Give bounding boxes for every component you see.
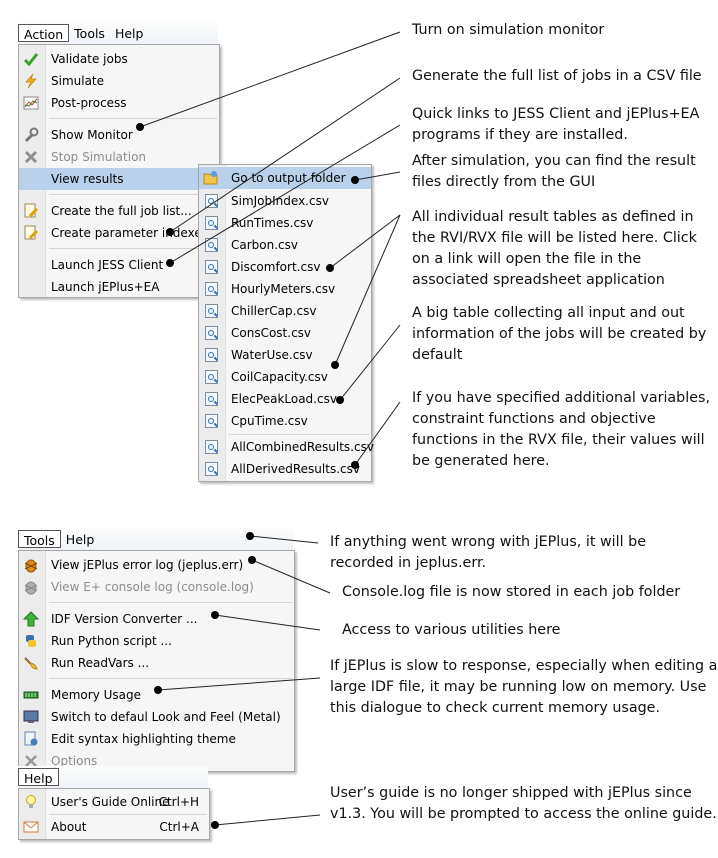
results-submenu: Go to output folder SimJobIndex.csv RunT… [198,164,374,482]
bug-icon [23,579,39,595]
menu-item-memory-usage[interactable]: Memory Usage [19,684,294,706]
note-errlog: If anything went wrong with jEPlus, it w… [330,534,647,571]
result-file-link[interactable]: ConsCost.csv [199,322,371,344]
menu-tools[interactable]: Tools [18,530,61,548]
memory-icon [23,687,39,703]
note-joblist: Generate the full list of jobs in a CSV … [412,68,702,84]
doc-edit-icon [23,225,39,241]
menu-help[interactable]: Help [65,532,95,547]
note-bigtable: A big table collecting all input and out… [412,305,707,363]
result-file-link[interactable]: CpuTime.csv [199,410,371,432]
menu-item-view-results[interactable]: View results ▶ [19,168,219,190]
menu-item-validate-jobs[interactable]: Validate jobs [19,48,219,70]
bug-icon [23,557,39,573]
monitor-icon [23,709,39,725]
csv-file-icon [204,440,218,454]
menu-item-run-readvars[interactable]: Run ReadVars ... [19,652,294,674]
folder-icon [203,170,219,186]
menu-item-post-process[interactable]: Post-process [19,92,219,114]
note-utilities: Access to various utilities here [342,622,561,638]
csv-file-icon [204,326,218,340]
csv-file-icon [204,348,218,362]
tools-icon [23,753,39,769]
note-tables: All individual result tables as defined … [412,209,697,288]
x-icon [23,149,39,165]
menu-item-idf-version-converter[interactable]: IDF Version Converter ... [19,608,294,630]
result-file-link[interactable]: SimJobIndex.csv [199,190,371,212]
doc-gear-icon [23,731,39,747]
menu-item-launch-jess-client[interactable]: Launch JESS Client [51,258,164,272]
note-guide: User’s guide is no longer shipped with j… [330,785,717,822]
note-memory: If jEPlus is slow to response, especiall… [330,658,718,716]
csv-file-icon [204,370,218,384]
menu-item-create-full-job-list[interactable]: Create the full job list... [19,200,219,222]
note-quicklinks: Quick links to JESS Client and jEPlus+EA… [412,106,700,143]
result-file-link[interactable]: HourlyMeters.csv [199,278,371,300]
result-file-link[interactable]: Carbon.csv [199,234,371,256]
note-console: Console.log file is now stored in each j… [342,584,681,600]
csv-file-icon [204,282,218,296]
menu-item-launch-jeplus-ea[interactable]: Launch jEPlus+EA [51,280,160,294]
menu-item-view-error-log[interactable]: View jEPlus error log (jeplus.err) [19,554,294,576]
result-file-link[interactable]: CoilCapacity.csv [199,366,371,388]
menubar-action: Action Tools Help [18,22,218,45]
csv-file-icon [204,392,218,406]
csv-file-icon [204,462,218,476]
menu-tools[interactable]: Tools [74,26,105,41]
csv-file-icon [204,304,218,318]
result-file-link[interactable]: AllDerivedResults.csv [199,458,371,480]
menu-item-about[interactable]: About Ctrl+A [19,816,209,838]
doc-edit-icon [23,203,39,219]
menu-item-stop-simulation[interactable]: Stop Simulation [19,146,219,168]
csv-file-icon [204,260,218,274]
menu-item-view-console-log[interactable]: View E+ console log (console.log) [19,576,294,598]
python-icon [23,633,39,649]
up-arrow-icon [23,611,39,627]
menu-item-run-python-script[interactable]: Run Python script ... [19,630,294,652]
menu-item-edit-syntax-theme[interactable]: Edit syntax highlighting theme [19,728,294,750]
note-additional: If you have specified additional variabl… [412,390,711,469]
menu-help[interactable]: Help [18,768,59,786]
help-menu: User's Guide Online Ctrl+H About Ctrl+A [18,788,210,840]
menu-item-users-guide-online[interactable]: User's Guide Online Ctrl+H [19,791,209,813]
note-output: After simulation, you can find the resul… [412,153,696,190]
brush-icon [23,655,39,671]
menu-help[interactable]: Help [114,26,144,41]
action-menu: Validate jobs Simulate Post-process Show… [18,44,220,298]
menu-item-switch-look-and-feel[interactable]: Switch to defaul Look and Feel (Metal) [19,706,294,728]
check-icon [23,51,39,67]
csv-file-icon [204,216,218,230]
menu-item-simulate[interactable]: Simulate [19,70,219,92]
note-monitor: Turn on simulation monitor [412,22,605,38]
wrench-icon [23,127,39,143]
menu-item-show-monitor[interactable]: Show Monitor [19,124,219,146]
bulb-icon [23,794,39,810]
menu-item-options[interactable]: Options [19,750,294,772]
mail-icon [23,819,39,835]
result-file-link[interactable]: ElecPeakLoad.csv [199,388,371,410]
result-file-link[interactable]: AllCombinedResults.csv [199,436,374,458]
menubar-help: Help [18,766,208,789]
chart-icon [23,95,39,111]
result-file-link[interactable]: Discomfort.csv [199,256,371,278]
lightning-icon [23,73,39,89]
result-file-link[interactable]: RunTimes.csv [199,212,371,234]
tools-menu: View jEPlus error log (jeplus.err) View … [18,550,295,772]
result-file-link[interactable]: WaterUse.csv [199,344,371,366]
menu-action[interactable]: Action [18,24,70,42]
csv-file-icon [204,414,218,428]
result-file-link[interactable]: ChillerCap.csv [199,300,371,322]
menubar-tools: Tools Help [18,528,293,551]
